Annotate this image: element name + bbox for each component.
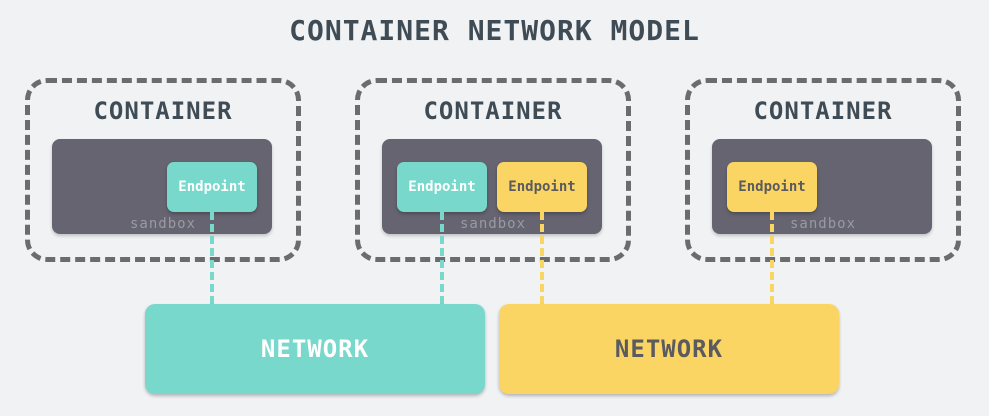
- container-label: CONTAINER: [423, 97, 563, 125]
- network-yellow: NETWORK: [499, 304, 839, 394]
- container-2: CONTAINER: [355, 78, 631, 262]
- link-c3-network2: [770, 212, 774, 304]
- sandbox-label: sandbox: [130, 216, 197, 232]
- diagram-title: CONTAINER NETWORK MODEL: [289, 14, 700, 47]
- container-label: CONTAINER: [93, 97, 233, 125]
- link-c1-network1: [210, 212, 214, 304]
- endpoint-teal: Endpoint: [167, 162, 257, 212]
- link-c2-network1: [440, 212, 444, 304]
- network-teal: NETWORK: [145, 304, 485, 394]
- container-3: CONTAINER: [685, 78, 961, 262]
- sandbox-2: Endpoint Endpoint sandbox: [382, 139, 602, 234]
- container-1: CONTAINER: [25, 78, 301, 262]
- sandbox-1: Endpoint sandbox: [52, 139, 272, 234]
- endpoint-yellow: Endpoint: [497, 162, 587, 212]
- container-label: CONTAINER: [753, 97, 893, 125]
- sandbox-label: sandbox: [790, 216, 857, 232]
- link-c2-network2: [540, 212, 544, 304]
- sandbox-label: sandbox: [460, 216, 527, 232]
- sandbox-3: Endpoint sandbox: [712, 139, 932, 234]
- endpoint-yellow: Endpoint: [727, 162, 817, 212]
- endpoint-teal: Endpoint: [397, 162, 487, 212]
